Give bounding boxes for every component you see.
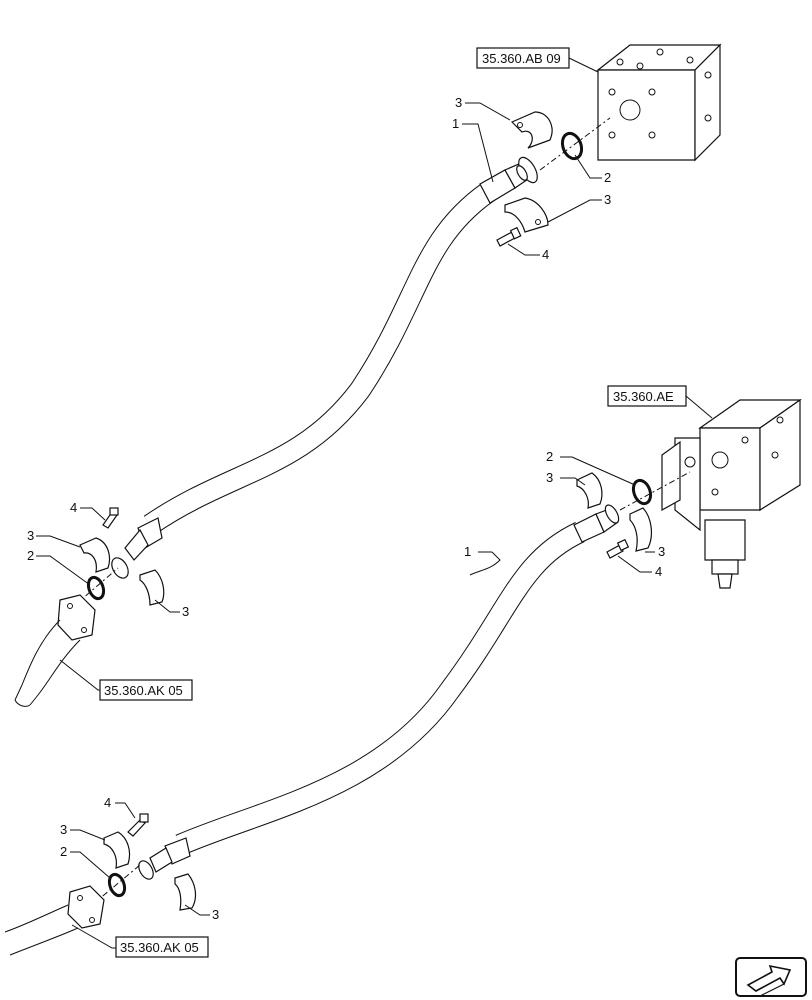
clamp-valve-b <box>629 507 653 552</box>
ref-flange-upper: 35.360.AK 05 <box>104 683 183 698</box>
screw-lower-left <box>127 813 149 837</box>
valve-block-top <box>596 43 722 162</box>
callout-clamp-lower-left-b: 3 <box>212 907 219 922</box>
clamp-upper-left-b <box>139 569 165 606</box>
callout-oring-upper-left: 2 <box>27 548 34 563</box>
clamp-top-b <box>504 197 549 233</box>
callout-screw-upper-left: 4 <box>70 500 77 515</box>
ref-flange-lower: 35.360.AK 05 <box>120 940 199 955</box>
callout-screw-valve: 4 <box>655 564 662 579</box>
ref-box-flange-lower[interactable] <box>115 936 209 958</box>
callout-oring-top: 2 <box>604 170 611 185</box>
screw-valve <box>606 538 630 559</box>
o-ring-upper-left <box>86 575 106 601</box>
clamp-lower-left-b <box>174 873 197 911</box>
o-ring-top <box>560 131 584 161</box>
screw-upper-left <box>102 507 119 529</box>
callout-hose-upper: 1 <box>452 116 459 131</box>
callout-oring-valve: 2 <box>546 449 553 464</box>
flange-upper-left <box>14 594 96 707</box>
next-page-arrow-icon[interactable] <box>735 957 807 997</box>
callout-oring-lower-left: 2 <box>60 844 67 859</box>
callout-clamp-top-b: 3 <box>604 192 611 207</box>
o-ring-lower-left <box>107 872 127 898</box>
hose-lower <box>138 504 620 880</box>
callout-hose-lower: 1 <box>464 544 471 559</box>
clamp-lower-left-a <box>103 831 131 869</box>
flange-lower-left <box>4 885 105 956</box>
clamp-upper-left-a <box>79 537 111 573</box>
callout-screw-top: 4 <box>542 247 549 262</box>
callout-clamp-upper-left-b: 3 <box>182 604 189 619</box>
callout-clamp-valve-b: 3 <box>658 544 665 559</box>
ref-top-block: 35.360.AB 09 <box>482 51 561 66</box>
callout-screw-lower-left: 4 <box>104 795 111 810</box>
valve-block-ae <box>661 398 802 589</box>
callout-clamp-lower-left-a: 3 <box>60 822 67 837</box>
ref-box-flange-upper[interactable] <box>99 679 193 701</box>
hose-upper <box>111 156 538 579</box>
callout-clamp-upper-left-a: 3 <box>27 528 34 543</box>
ref-valve: 35.360.AE <box>613 389 674 404</box>
clamp-valve-a <box>576 472 603 509</box>
callout-clamp-valve-a: 3 <box>546 470 553 485</box>
callout-clamp-top-a: 3 <box>455 95 462 110</box>
o-ring-valve <box>631 478 653 506</box>
clamp-top-a <box>510 111 553 149</box>
screw-top <box>496 226 522 247</box>
